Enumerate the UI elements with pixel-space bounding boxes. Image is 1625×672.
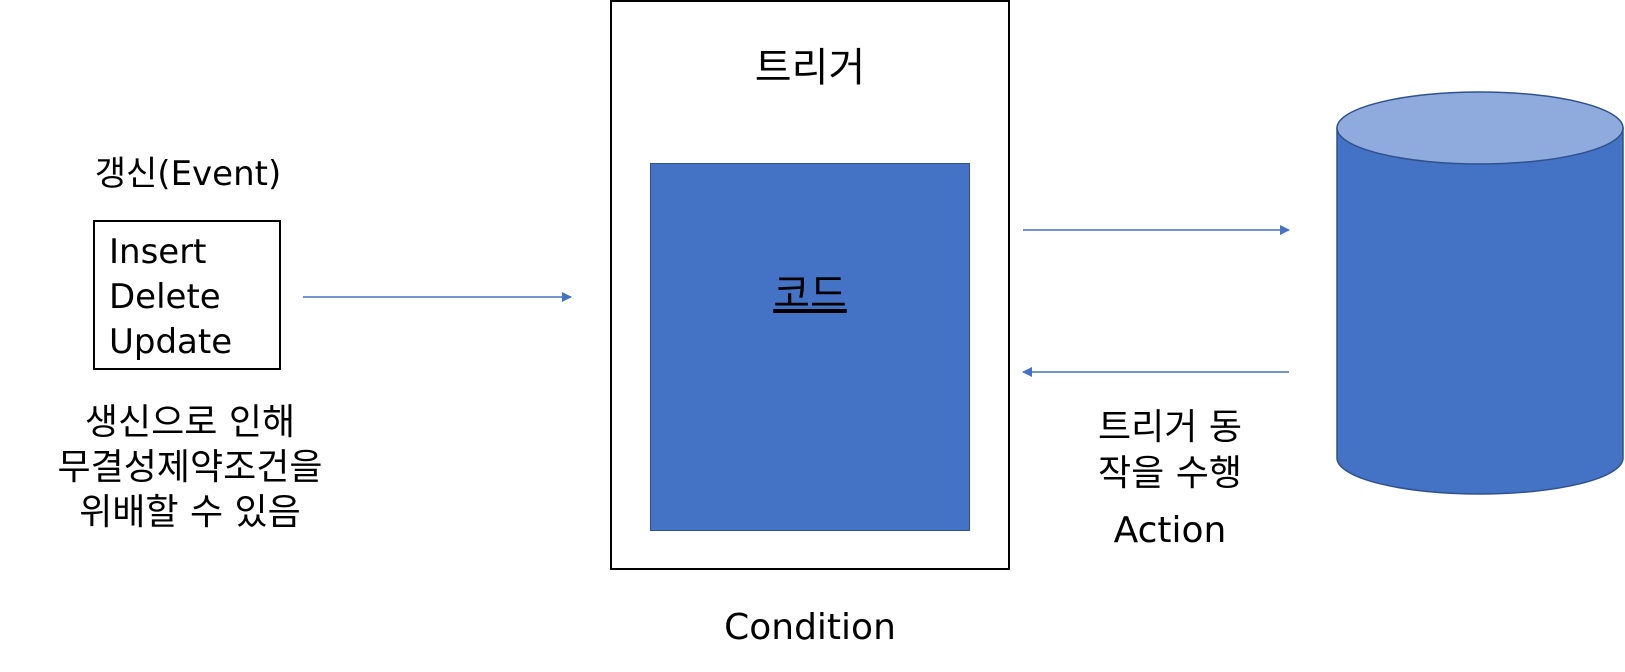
code-block [650, 163, 970, 531]
event-item-update: Update [109, 322, 233, 362]
event-description-line: 생신으로 인해 [84, 402, 296, 443]
action-description-line: 작을 수행 [1098, 453, 1242, 494]
event-description-line: 위배할 수 있음 [79, 492, 301, 533]
action-label: Action [1113, 510, 1227, 551]
database-cylinder-icon [1336, 91, 1624, 495]
code-label: 코드 [773, 271, 847, 317]
trigger-box [610, 0, 1010, 570]
trigger-title: 트리거 [754, 45, 866, 91]
event-item-delete: Delete [109, 277, 221, 317]
event-description: 생신으로 인해 무결성제약조건을 위배할 수 있음 [20, 400, 360, 535]
action-description-line: 트리거 동 [1098, 407, 1242, 448]
action-description: 트리거 동 작을 수행 [1060, 405, 1280, 497]
event-types-box: Insert Delete Update [93, 220, 281, 370]
event-item-insert: Insert [109, 232, 207, 272]
event-title: 갱신(Event) [94, 154, 282, 194]
event-description-line: 무결성제약조건을 [57, 447, 323, 488]
condition-label: Condition [724, 607, 896, 648]
